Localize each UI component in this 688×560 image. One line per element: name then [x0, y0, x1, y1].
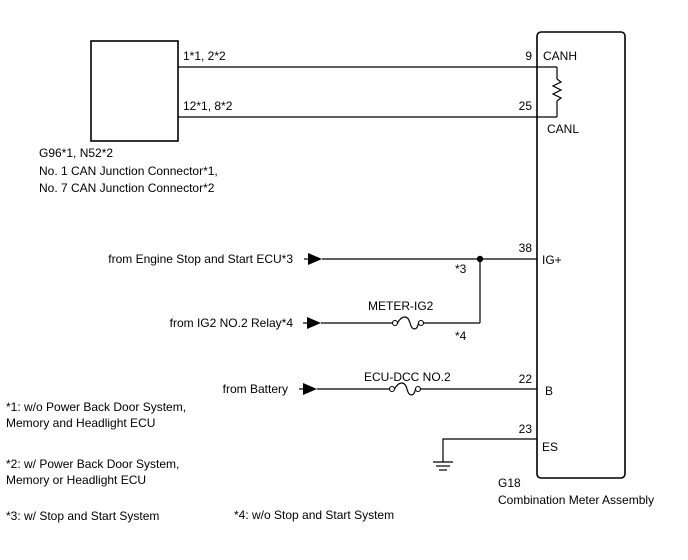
combination-meter-box [536, 31, 626, 479]
junction-code: G96*1, N52*2 [39, 146, 113, 160]
meter-code: G18 [498, 476, 521, 490]
note-2-line2: Memory or Headlight ECU [6, 473, 146, 487]
wire-mark-4: *4 [455, 329, 467, 343]
source-ig2-relay: from IG2 NO.2 Relay*4 [170, 316, 294, 330]
terminal-es: ES [542, 440, 558, 454]
ground-icon [433, 461, 453, 471]
terminal-canh: CANH [543, 49, 577, 63]
note-3: *3: w/ Stop and Start System [6, 509, 159, 523]
fuse-ecu-dcc-label: ECU-DCC NO.2 [364, 370, 451, 384]
source-engine-ecu: from Engine Stop and Start ECU*3 [108, 252, 293, 266]
note-2-line1: *2: w/ Power Back Door System, [6, 457, 179, 471]
pin-canh: 9 [525, 49, 532, 63]
pin-b: 22 [519, 372, 533, 386]
source-battery: from Battery [223, 382, 288, 396]
note-4: *4: w/o Stop and Start System [234, 508, 394, 522]
junction-name-line1: No. 1 CAN Junction Connector*1, [39, 164, 218, 178]
wire-mark-3: *3 [455, 262, 467, 276]
pin-es: 23 [519, 422, 533, 436]
junction-name-line2: No. 7 CAN Junction Connector*2 [39, 181, 215, 195]
termination-resistor [537, 66, 563, 118]
pin-canl: 25 [519, 99, 533, 113]
note-1-line2: Memory and Headlight ECU [6, 416, 155, 430]
ground-wire [442, 438, 537, 462]
pin-ig: 38 [519, 241, 533, 255]
terminal-b: B [545, 384, 553, 398]
ecu-dcc-fuse [388, 382, 422, 396]
meter-ig2-fuse [391, 316, 425, 330]
fuse-meter-ig2-label: METER-IG2 [368, 299, 434, 313]
junction-pin-top: 1*1, 2*2 [183, 49, 226, 63]
note-1-line1: *1: w/o Power Back Door System, [6, 400, 186, 414]
meter-name: Combination Meter Assembly [498, 493, 654, 507]
junction-pin-bottom: 12*1, 8*2 [183, 99, 233, 113]
ig2-relay-arrow [303, 317, 321, 329]
terminal-ig: IG+ [542, 253, 562, 267]
battery-arrow [299, 383, 317, 395]
engine-ecu-arrow [304, 253, 322, 265]
terminal-canl: CANL [547, 122, 579, 136]
can-junction-connector-box [90, 40, 179, 142]
